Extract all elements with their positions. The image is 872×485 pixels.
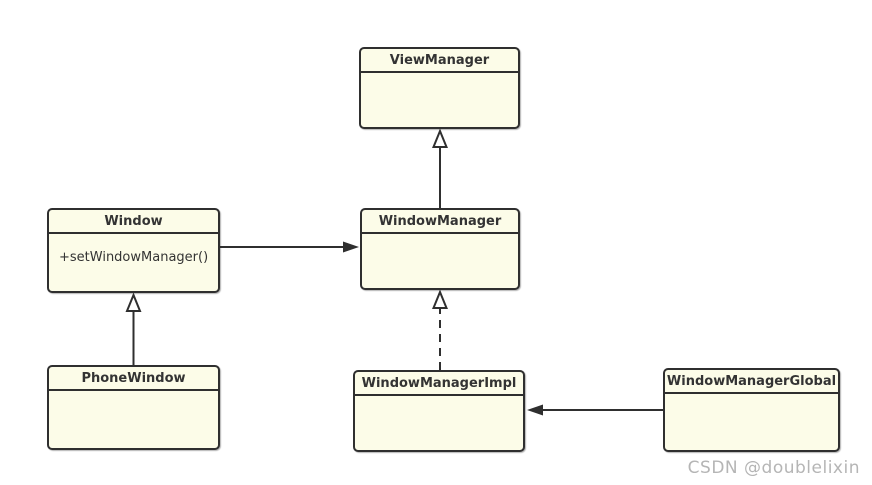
hollow-triangle-arrowhead [432, 289, 448, 309]
class-windowmanager: WindowManager [360, 208, 520, 290]
edge-windowmanagerimpl-to-windowmanager [432, 289, 448, 370]
class-body [362, 234, 518, 250]
class-phonewindow: PhoneWindow [47, 365, 220, 450]
class-windowmanagerglobal: WindowManagerGlobal [663, 368, 840, 452]
class-body [361, 73, 518, 89]
csdn-watermark: CSDN @doublelixin [687, 458, 860, 478]
edge-windowmanagerglobal-to-windowmanagerimpl [527, 404, 663, 416]
edge-window-to-windowmanager [220, 241, 359, 253]
hollow-triangle-arrowhead [432, 128, 448, 148]
hollow-triangle-arrowhead [125, 292, 142, 312]
class-method: +setWindowManager() [59, 250, 209, 265]
class-body [355, 396, 523, 412]
class-title: WindowManagerGlobal [665, 370, 838, 394]
edge-windowmanager-to-viewmanager [432, 128, 448, 208]
filled-arrowhead [343, 241, 359, 253]
class-body [49, 391, 218, 407]
edge-phonewindow-to-window [125, 292, 142, 365]
class-title: PhoneWindow [49, 367, 218, 391]
class-title: WindowManager [362, 210, 518, 234]
filled-arrowhead [527, 404, 543, 416]
class-title: WindowManagerImpl [355, 372, 523, 396]
class-windowmanagerimpl: WindowManagerImpl [353, 370, 525, 452]
class-title: Window [49, 210, 218, 234]
class-window: Window +setWindowManager() [47, 208, 220, 293]
class-body [665, 394, 838, 410]
class-title: ViewManager [361, 49, 518, 73]
class-body: +setWindowManager() [49, 234, 218, 265]
class-viewmanager: ViewManager [359, 47, 520, 129]
